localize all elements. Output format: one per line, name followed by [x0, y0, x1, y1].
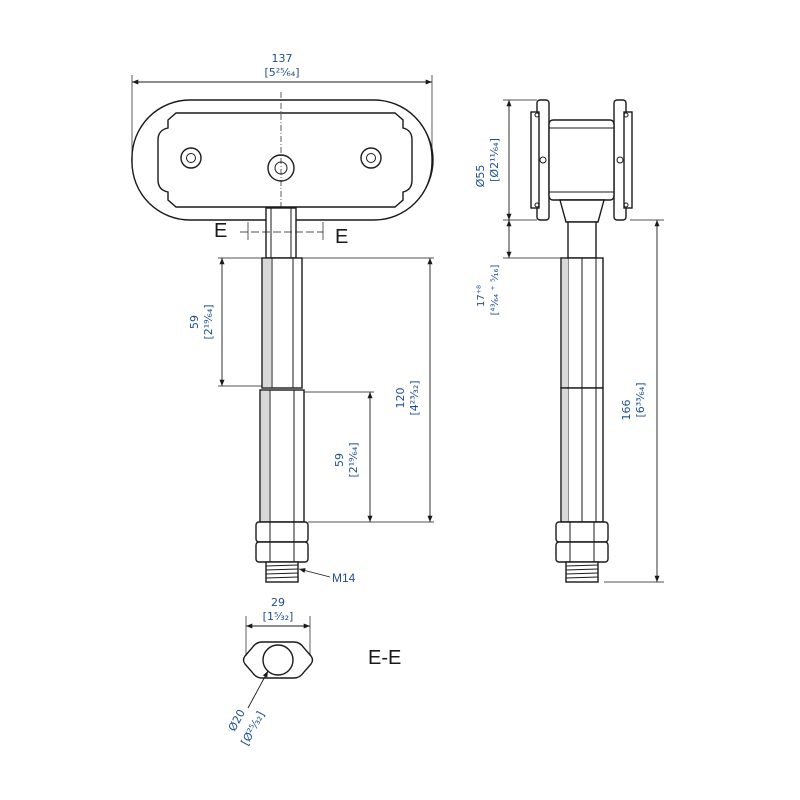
total-height-in: [6³³⁄₆₄]: [634, 382, 647, 417]
side-view: Ø55 [Ø2¹¹⁄₆₄] 17⁺⁸ [⁴³⁄₆₄ ⁺ ⁵⁄₁₆] 166 [6…: [474, 99, 664, 583]
side-lower-nut: [555, 541, 609, 563]
side-stem-bracket: [559, 199, 605, 223]
upper-hex-dim-mm: 59: [188, 315, 201, 329]
section-title: E-E: [368, 647, 401, 669]
section-width-mm: 29: [271, 596, 285, 609]
section-width-in: [1⁵⁄₃₂]: [263, 610, 294, 623]
front-view: E E 137 [5²⁵⁄₆₄]: [131, 52, 434, 585]
wheel-dia-mm: Ø55: [474, 165, 487, 188]
side-stem: [567, 221, 597, 259]
lower-nut: [255, 541, 309, 563]
side-wheel-hub: [548, 119, 615, 201]
lower-hex-dim-mm: 59: [333, 453, 346, 467]
stem-dim-mm: 120: [394, 388, 407, 409]
upper-nut: [255, 521, 309, 543]
wheel-dia-in: [Ø2¹¹⁄₆₄]: [488, 138, 501, 182]
thread-label: M14: [332, 571, 356, 585]
width-dim-mm: 137: [272, 52, 293, 65]
section-bore: [262, 644, 294, 676]
stem-dim-in: [4²³⁄₃₂]: [408, 380, 421, 415]
adjust-dim-mm: 17⁺⁸: [476, 285, 487, 307]
section-mark-right: E: [335, 226, 348, 248]
left-bolt: [180, 147, 202, 169]
total-height-mm: 166: [620, 400, 633, 421]
width-dim-in: [5²⁵⁄₆₄]: [264, 66, 299, 79]
side-upper-nut: [555, 521, 609, 543]
lower-hex-dim-in: [2¹⁹⁄₆₄]: [347, 442, 360, 477]
upper-hex-dim-in: [2¹⁹⁄₆₄]: [202, 304, 215, 339]
right-bolt: [360, 147, 382, 169]
section-mark-left: E: [214, 220, 227, 242]
section-view: 29 [1⁵⁄₃₂] Ø20 [Ø²⁵⁄₃₂] E-E: [226, 596, 401, 748]
adjust-dim-in: [⁴³⁄₆₄ ⁺ ⁵⁄₁₆]: [490, 264, 501, 315]
